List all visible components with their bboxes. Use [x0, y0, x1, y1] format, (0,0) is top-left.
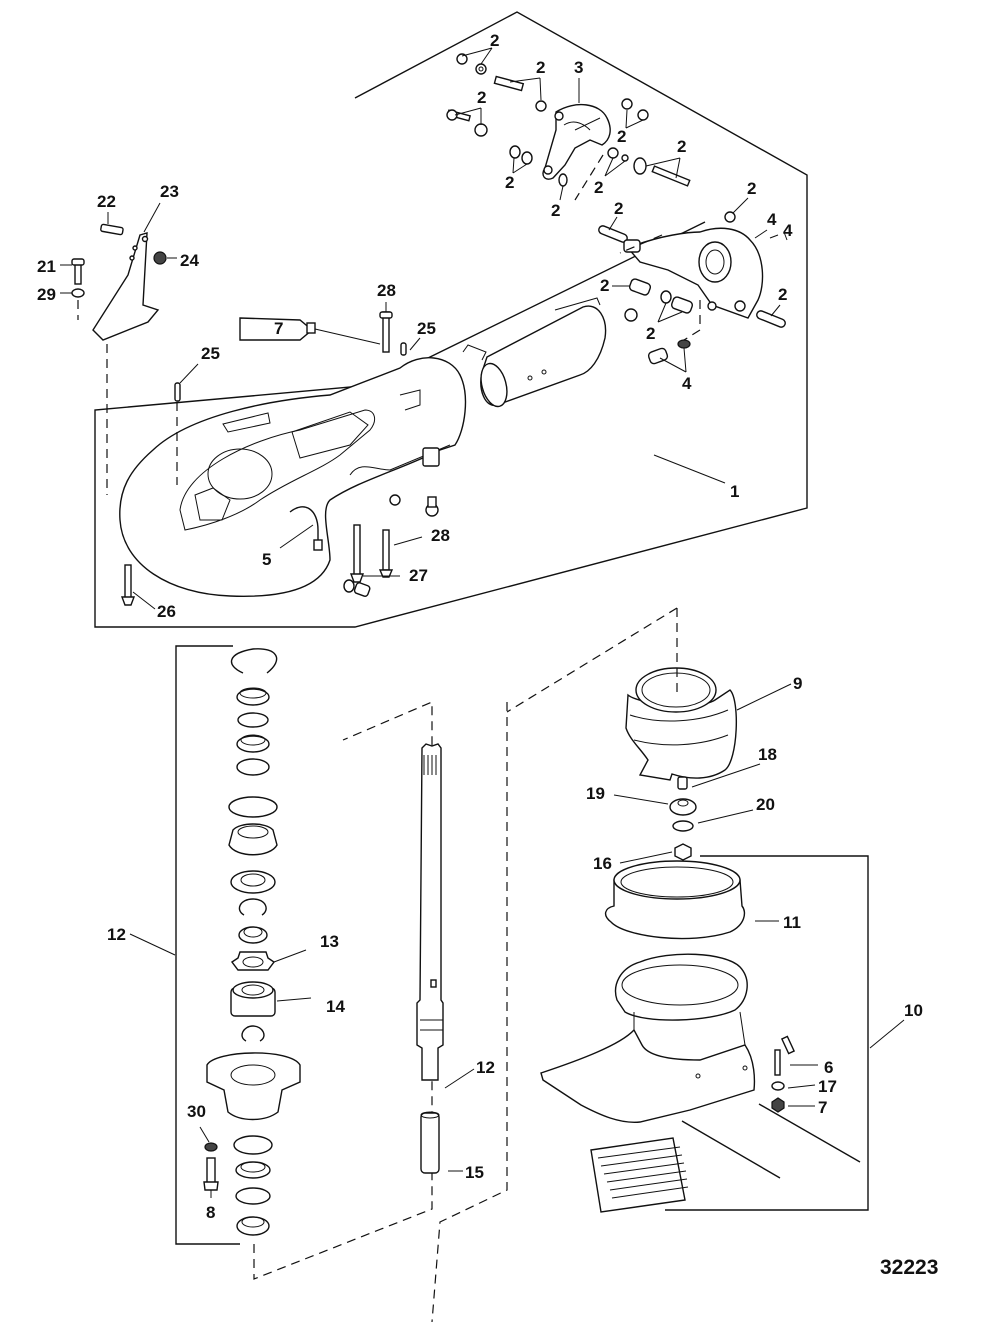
- callout-2: 2: [505, 173, 514, 192]
- callout-30: 30: [187, 1102, 206, 1121]
- callout-19: 19: [586, 784, 605, 803]
- callout-2: 2: [677, 137, 686, 156]
- callout-4: 4: [783, 221, 793, 240]
- callout-7: 7: [818, 1098, 827, 1117]
- callout-27: 27: [409, 566, 428, 585]
- callout-8: 8: [206, 1203, 215, 1222]
- callout-2: 2: [551, 201, 560, 220]
- intake-grate-part: [590, 1103, 861, 1213]
- callout-4: 4: [767, 210, 777, 229]
- callout-13: 13: [320, 932, 339, 951]
- callout-4: 4: [682, 374, 692, 393]
- nozzle-hardware-parts: [771, 1035, 796, 1113]
- driveshaft-part: [416, 743, 444, 1081]
- callout-17: 17: [818, 1077, 837, 1096]
- coupler-part: [420, 1111, 440, 1174]
- housing-hardware-parts: [120, 494, 439, 606]
- assembly-bracket-10: [665, 855, 869, 1211]
- tab-washer-20-part: [672, 820, 694, 832]
- callout-26: 26: [157, 602, 176, 621]
- reverse-lever-part: [623, 227, 779, 365]
- washer-19-part: [669, 798, 697, 816]
- callout-22: 22: [97, 192, 116, 211]
- callout-23: 23: [160, 182, 179, 201]
- callout-2: 2: [490, 31, 499, 50]
- callout-25: 25: [201, 344, 220, 363]
- callout-25: 25: [417, 319, 436, 338]
- callout-24: 24: [180, 251, 199, 270]
- callout-14: 14: [326, 997, 345, 1016]
- mount-bracket-part: [71, 223, 167, 341]
- callout-11: 11: [783, 913, 801, 932]
- steering-bracket-part: [542, 103, 611, 180]
- callout-16: 16: [593, 854, 612, 873]
- callout-2: 2: [594, 178, 603, 197]
- callout-10: 10: [904, 1001, 923, 1020]
- document-number: 32223: [880, 1256, 938, 1279]
- alignment-dashes-upper: [77, 154, 701, 495]
- liner-tube-part: [462, 297, 607, 408]
- callout-2: 2: [617, 127, 626, 146]
- pump-housing-assembly-group: [71, 11, 808, 628]
- water-pickup-hose-part: [289, 506, 319, 545]
- callout-2: 2: [536, 58, 545, 77]
- callout-3: 3: [574, 58, 583, 77]
- dowel-pin-25b-part: [174, 382, 181, 402]
- wear-ring-part: [604, 860, 746, 940]
- callout-6: 6: [824, 1058, 833, 1077]
- callout-15: 15: [465, 1163, 484, 1182]
- callouts-upper: 2 2 3 2 2 2 2 2 2 2 2 4 4 2 2 2 4 1 2: [37, 31, 793, 621]
- impeller-part: [625, 667, 738, 781]
- callout-9: 9: [793, 674, 802, 693]
- callout-2: 2: [614, 199, 623, 218]
- assembly-outline-upper: [94, 11, 808, 628]
- seal-ring-stack-parts: [206, 648, 301, 1236]
- callout-2: 2: [778, 285, 787, 304]
- nozzle-assembly-group: 9 18 19 20 16 11 10 6 17 7: [540, 608, 923, 1213]
- callout-21: 21: [37, 257, 56, 276]
- callout-7: 7: [274, 319, 283, 338]
- intake-housing-part: [540, 953, 756, 1123]
- callout-2: 2: [747, 179, 756, 198]
- key-18-part: [677, 776, 688, 790]
- bearing-housing-assembly-group: 12 13 14 30 8: [107, 645, 345, 1245]
- nut-16-part: [674, 843, 692, 861]
- callout-12: 12: [476, 1058, 495, 1077]
- callout-12: 12: [107, 925, 126, 944]
- alignment-dashes-center: [253, 607, 678, 1323]
- callout-18: 18: [758, 745, 777, 764]
- hardware-2-parts: [446, 53, 786, 328]
- callout-1: 1: [730, 482, 739, 501]
- dowel-pin-25-part: [400, 342, 407, 356]
- callout-2: 2: [477, 88, 486, 107]
- callout-28: 28: [431, 526, 450, 545]
- pump-housing-part: [119, 357, 467, 597]
- assembly-bracket-12: [175, 645, 240, 1245]
- callout-20: 20: [756, 795, 775, 814]
- callout-5: 5: [262, 550, 271, 569]
- driveshaft-group: 12 15: [253, 607, 678, 1323]
- callout-29: 29: [37, 285, 56, 304]
- sealant-tube-part: [239, 317, 381, 345]
- bolt-and-washer-parts: [203, 1142, 219, 1198]
- callout-2: 2: [646, 324, 655, 343]
- callout-2: 2: [600, 276, 609, 295]
- callout-28: 28: [377, 281, 396, 300]
